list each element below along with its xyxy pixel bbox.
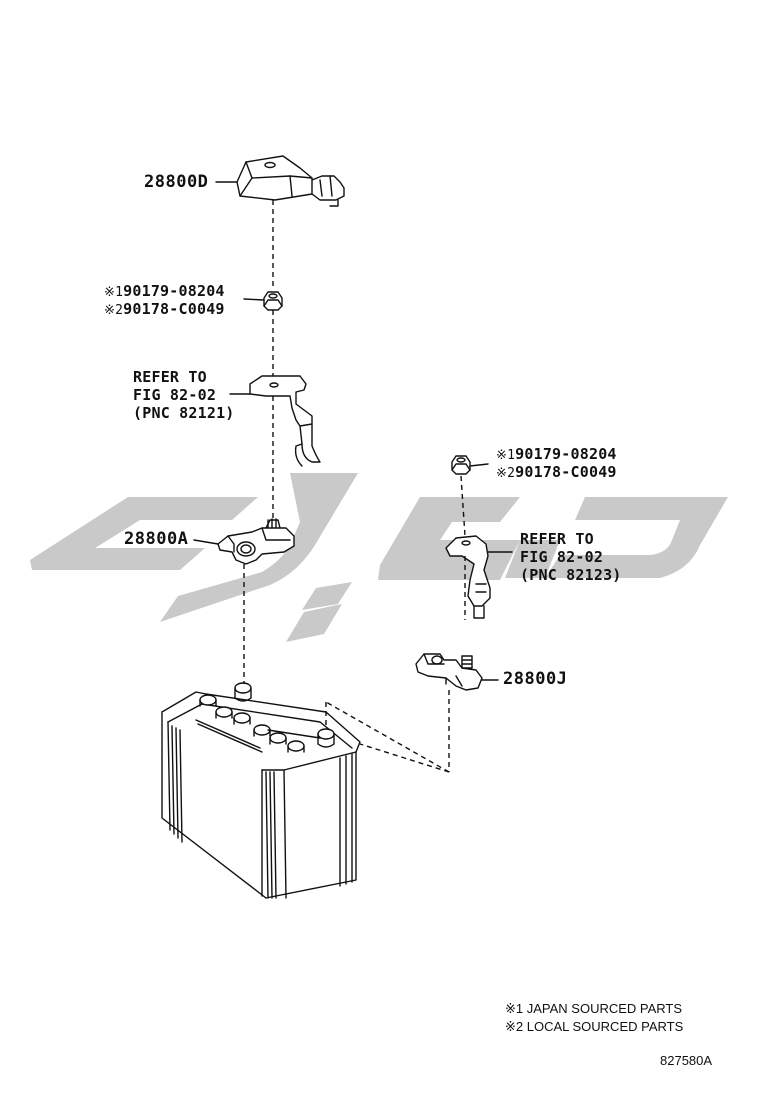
refer-left-line2: FIG 82-02 bbox=[133, 386, 217, 404]
part-number: 90178-C0049 bbox=[123, 300, 225, 318]
positive-clamp-illustration bbox=[217, 518, 295, 565]
illustration-id: 827580A bbox=[660, 1053, 713, 1068]
battery-illustration bbox=[161, 682, 361, 899]
terminal-cover-illustration bbox=[236, 155, 345, 207]
nut-callout-right-line2: ※290178-C0049 bbox=[496, 464, 617, 482]
part-number: 90179-08204 bbox=[515, 445, 617, 463]
part-number: 90178-C0049 bbox=[515, 463, 617, 481]
assembly-lines bbox=[243, 200, 466, 773]
part-label-cover: 28800D bbox=[144, 172, 209, 192]
part-number: 90179-08204 bbox=[123, 282, 225, 300]
note-mark: ※2 bbox=[496, 466, 516, 481]
note-mark: ※2 bbox=[104, 303, 124, 318]
legend-note-japan: ※1 JAPAN SOURCED PARTS bbox=[505, 1001, 683, 1016]
left-nut-illustration bbox=[263, 291, 283, 311]
refer-right-line2: FIG 82-02 bbox=[520, 548, 604, 566]
note-mark: ※1 bbox=[496, 448, 516, 463]
refer-right-line1: REFER TO bbox=[520, 530, 594, 548]
part-label-positive-clamp: 28800A bbox=[124, 529, 189, 549]
nut-callout-right-line1: ※190179-08204 bbox=[496, 446, 617, 464]
negative-clamp-illustration bbox=[415, 653, 483, 691]
right-bracket-illustration bbox=[445, 535, 491, 619]
leader-lines bbox=[193, 181, 513, 681]
refer-left-line3: (PNC 82121) bbox=[133, 404, 235, 422]
part-label-negative-clamp: 28800J bbox=[503, 669, 568, 689]
nut-callout-left-line2: ※290178-C0049 bbox=[104, 301, 225, 319]
left-bracket-illustration bbox=[249, 375, 321, 467]
legend-note-local: ※2 LOCAL SOURCED PARTS bbox=[505, 1019, 684, 1034]
note-mark: ※1 bbox=[104, 285, 124, 300]
nut-callout-left-line1: ※190179-08204 bbox=[104, 283, 225, 301]
right-nut-illustration bbox=[451, 455, 471, 475]
refer-left-line1: REFER TO bbox=[133, 368, 207, 386]
refer-right-line3: (PNC 82123) bbox=[520, 566, 622, 584]
